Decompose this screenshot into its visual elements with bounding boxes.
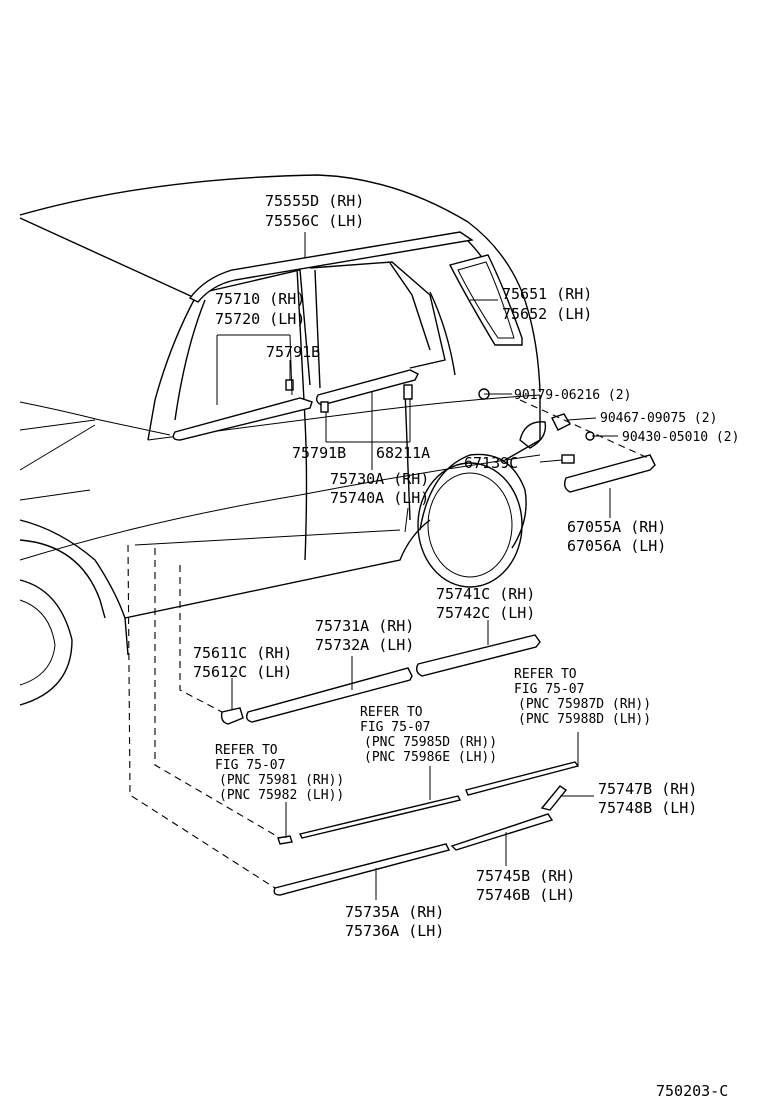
label-roof-rh: 75555D (RH) (265, 192, 364, 210)
reference-strip-1 (277, 835, 293, 845)
label-front-side-lh: 75732A (LH) (315, 636, 414, 654)
label-ref1-line2: FIG 75-07 (215, 758, 285, 773)
label-ref2-line1: REFER TO (360, 705, 423, 720)
guide-line-strip (154, 548, 281, 839)
label-front-side-rh: 75731A (RH) (315, 617, 414, 635)
label-mudguard-rh: 67055A (RH) (567, 518, 666, 536)
mudguard (563, 454, 656, 493)
moulding-end-cap (220, 707, 244, 725)
label-rocker-end-lh: 75748B (LH) (598, 799, 697, 817)
clip-90467-icon (551, 413, 571, 431)
label-ref2-line3: (PNC 75985D (RH)) (364, 735, 497, 750)
rear-door-side-moulding (415, 634, 541, 677)
label-mudguard-lh: 67056A (LH) (567, 537, 666, 555)
leader-lines (216, 232, 618, 900)
guide-line-end-cap (179, 565, 223, 713)
label-clip-90467: 90467-09075 (2) (600, 411, 717, 426)
guide-line-rocker (127, 544, 276, 889)
label-pad-67139c: 67139C (464, 454, 518, 472)
label-ref2-line4: (PNC 75986E (LH)) (364, 750, 497, 765)
label-clip-75791b-b: 75791B (292, 444, 346, 462)
label-ref3-line2: FIG 75-07 (514, 682, 584, 697)
label-roof-lh: 75556C (LH) (265, 212, 364, 230)
label-ref3-line3: (PNC 75987D (RH)) (518, 697, 651, 712)
label-ref2-line2: FIG 75-07 (360, 720, 430, 735)
label-clip-68211a: 68211A (376, 444, 430, 462)
reference-strip-2 (298, 795, 462, 839)
rocker-end-piece (540, 785, 568, 811)
label-rocker-lh: 75736A (LH) (345, 922, 444, 940)
label-rocker-rh: 75735A (RH) (345, 903, 444, 921)
clip-75791b-lower-icon (320, 401, 329, 413)
rocker-rear-moulding (450, 813, 554, 851)
roof-drip-moulding (188, 231, 474, 303)
label-front-belt-lh: 75720 (LH) (215, 310, 305, 328)
label-end-lh: 75612C (LH) (193, 663, 292, 681)
front-door-side-moulding (245, 667, 413, 723)
rear-door-belt-moulding (315, 369, 419, 406)
label-ref1-line1: REFER TO (215, 743, 278, 758)
label-ref1-line4: (PNC 75982 (LH)) (219, 788, 344, 803)
label-rear-side-lh: 75742C (LH) (436, 604, 535, 622)
label-rear-side-rh: 75741C (RH) (436, 585, 535, 603)
front-door-belt-moulding (172, 397, 313, 441)
rocker-moulding (273, 843, 451, 896)
label-ref3-line1: REFER TO (514, 667, 577, 682)
label-rear-belt-lh: 75740A (LH) (330, 489, 429, 507)
figure-code: 750203-C (656, 1082, 728, 1100)
label-clip-75791b-a: 75791B (266, 343, 320, 361)
label-front-belt-rh: 75710 (RH) (215, 290, 305, 308)
pad-67139c-icon (561, 454, 575, 464)
label-ref3-line4: (PNC 75988D (LH)) (518, 712, 651, 727)
label-quarter-lh: 75652 (LH) (502, 305, 592, 323)
label-quarter-rh: 75651 (RH) (502, 285, 592, 303)
clip-68211a-icon (403, 384, 413, 400)
label-screw-90179: 90179-06216 (2) (514, 388, 631, 403)
vehicle-body (19, 174, 547, 706)
label-ref1-line3: (PNC 75981 (RH)) (219, 773, 344, 788)
label-rocker-end-rh: 75747B (RH) (598, 780, 697, 798)
label-end-rh: 75611C (RH) (193, 644, 292, 662)
label-rear-belt-rh: 75730A (RH) (330, 470, 429, 488)
label-nut-90430: 90430-05010 (2) (622, 430, 739, 445)
label-rocker-rear-rh: 75745B (RH) (476, 867, 575, 885)
label-rocker-rear-lh: 75746B (LH) (476, 886, 575, 904)
